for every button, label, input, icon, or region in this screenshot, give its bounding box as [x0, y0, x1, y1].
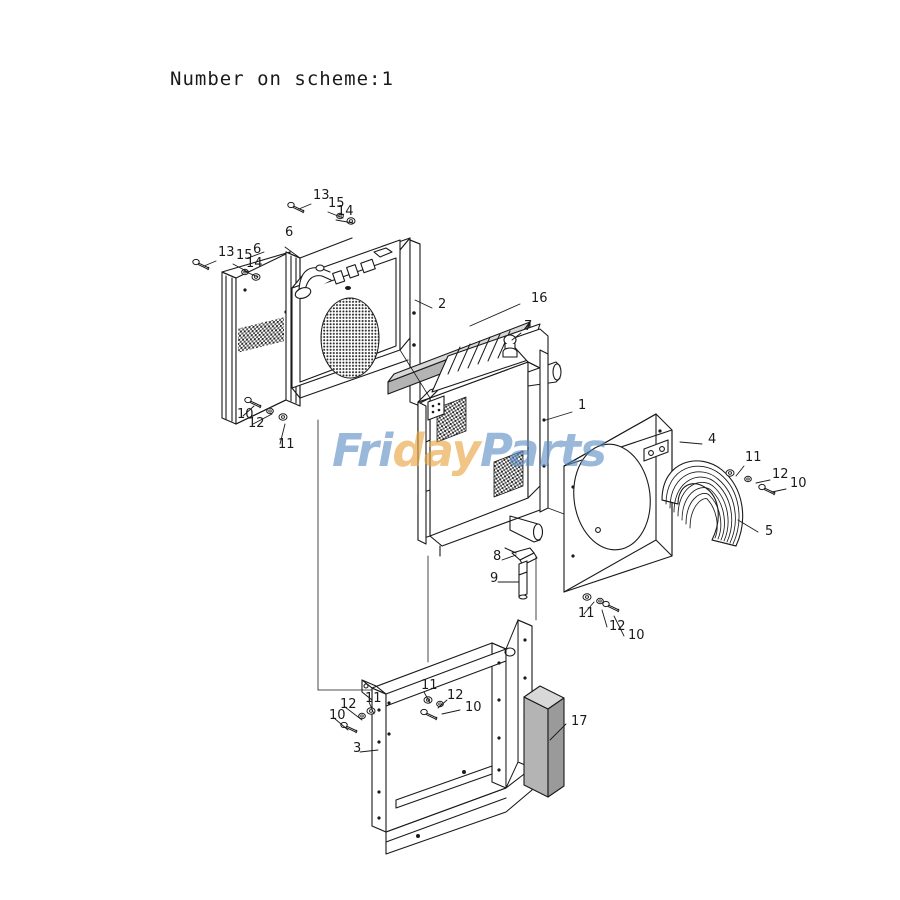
- callout-10c: 10: [628, 628, 645, 643]
- part-5-corrugated-hose: [661, 460, 744, 547]
- callout-8: 8: [493, 549, 501, 564]
- callout-3: 3: [353, 741, 361, 756]
- part-6-side-guard-left: [221, 251, 291, 425]
- callout-15a: 15: [236, 248, 253, 263]
- part-17-rubber-pad: [523, 685, 565, 798]
- callout-13b: 13: [313, 188, 330, 203]
- callout-10e: 10: [465, 700, 482, 715]
- callout-5: 5: [765, 524, 773, 539]
- callout-17: 17: [571, 714, 588, 729]
- page-title: Number on scheme:1: [170, 68, 394, 90]
- callout-13a: 13: [218, 245, 235, 260]
- part-7-radiator-cap: [502, 334, 518, 358]
- callout-2: 2: [438, 297, 446, 312]
- callout-9: 9: [490, 571, 498, 586]
- part-4-fan-shroud: [563, 413, 673, 593]
- callout-10d: 10: [329, 708, 346, 723]
- callout-12c: 12: [609, 619, 626, 634]
- callout-11e: 11: [421, 678, 438, 693]
- callout-16: 16: [531, 291, 548, 306]
- callout-12d: 12: [340, 697, 357, 712]
- callout-11d: 11: [365, 691, 382, 706]
- callout-1: 1: [578, 398, 586, 413]
- callout-10b: 10: [790, 476, 807, 491]
- callout-14a: 14: [246, 256, 263, 271]
- callout-6a: 6: [253, 242, 261, 257]
- part-1-radiator: [417, 323, 562, 557]
- leader-lines: [203, 203, 787, 753]
- callout-15b: 15: [328, 196, 345, 211]
- part-8-9-drain-valve: [504, 547, 538, 600]
- callout-12a: 12: [248, 416, 265, 431]
- part-3-base-frame: [361, 619, 533, 855]
- callout-11a: 11: [278, 437, 295, 452]
- callout-12e: 12: [447, 688, 464, 703]
- part-2-oil-cooler: [291, 237, 421, 407]
- explode-guide-lines: [317, 349, 565, 691]
- callout-10a: 10: [237, 407, 254, 422]
- callout-11c: 11: [578, 606, 595, 621]
- callout-6b: 6: [285, 225, 293, 240]
- callout-labels: 1234566789101010101011111111111212121212…: [218, 188, 807, 756]
- callout-4: 4: [708, 432, 716, 447]
- callout-14b: 14: [337, 204, 354, 219]
- callout-11b: 11: [745, 450, 762, 465]
- callout-7: 7: [524, 319, 532, 334]
- callout-12b: 12: [772, 467, 789, 482]
